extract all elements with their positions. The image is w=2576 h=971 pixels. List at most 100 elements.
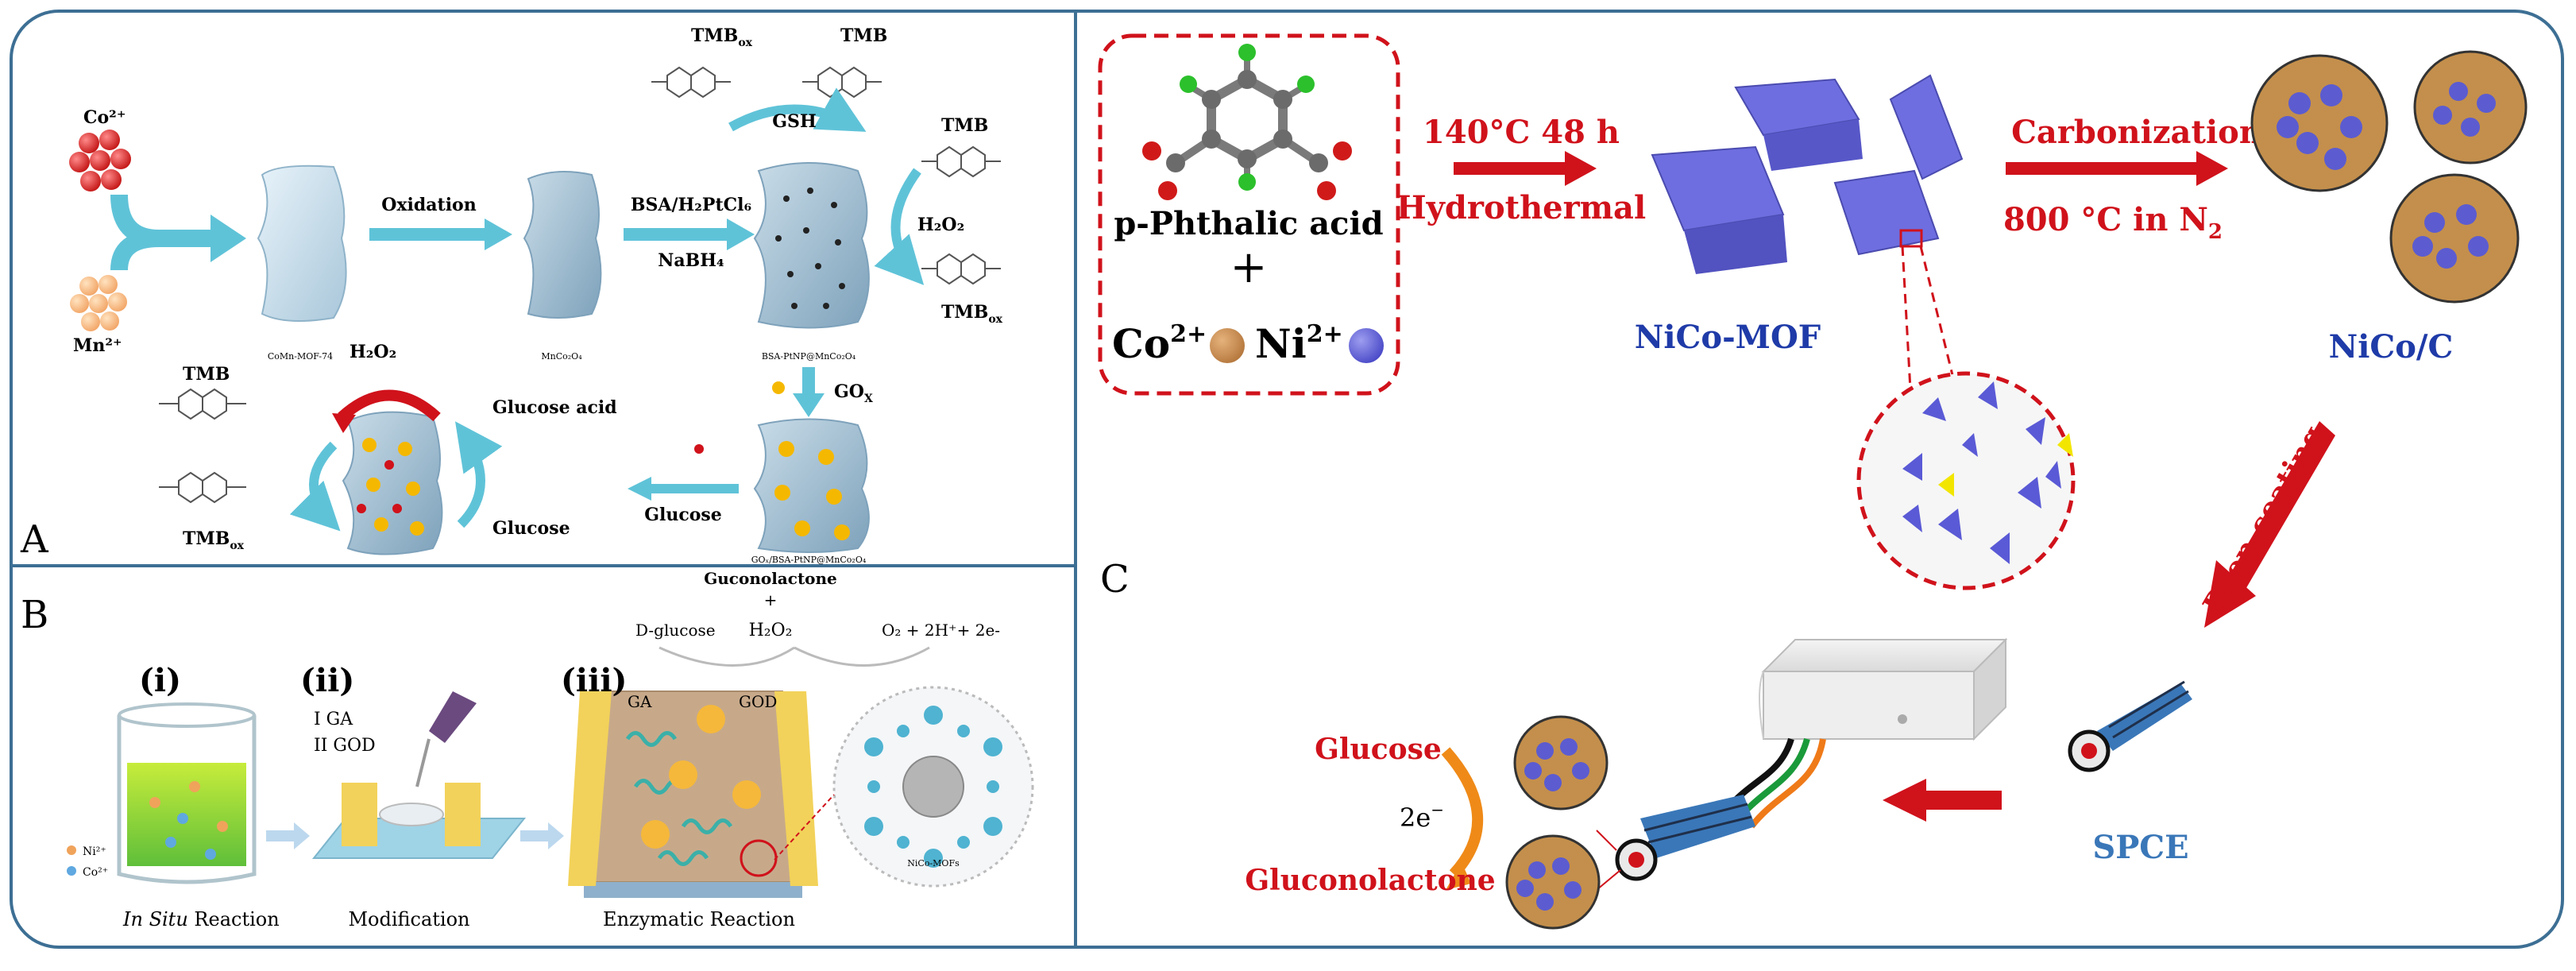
panel-b: B (i) Ni²⁺ Co²⁺ In Situ Reaction (ii) I … — [21, 569, 1034, 930]
guconolactone-label: Guconolactone — [704, 569, 837, 588]
h2o2-left-arrow — [338, 389, 441, 422]
gox-label: GOX — [834, 381, 873, 405]
co2-legend: Co²⁺ — [83, 866, 108, 879]
gold-strip-right — [774, 691, 818, 886]
bsa-ptnp-shape — [753, 162, 870, 329]
comn-mof-shape — [257, 164, 347, 322]
ni-ion-ball — [1349, 328, 1384, 363]
tmb-top-molecule — [802, 66, 882, 99]
step-iii-label: (iii) — [561, 662, 627, 699]
beaker-ions — [149, 781, 228, 860]
pipette-icon — [429, 691, 477, 743]
tmb-top-label: TMB — [840, 25, 887, 46]
d-glucose-label: D-glucose — [635, 621, 716, 640]
ga-enzymatic-label: GA — [628, 692, 652, 711]
panel-a: Co²⁺ Mn²⁺ CoMn-MOF-74 Oxidation MnCo₂O₄ … — [20, 25, 1003, 565]
h2o2-b-label: H₂O₂ — [749, 621, 793, 640]
in-situ-label: In Situ Reaction — [122, 908, 280, 930]
drop-coating-label: Drop-coating — [2196, 420, 2331, 620]
glucose-acid-label: Glucose acid — [492, 397, 617, 418]
glucose-dot — [694, 444, 704, 454]
panel-c-label: C — [1100, 557, 1130, 602]
carbonization-label: Carbonization — [2011, 114, 2262, 151]
p-phthalic-label: p-Phthalic acid — [1114, 205, 1383, 242]
gluconolactone-label: Gluconolactone — [1245, 864, 1495, 897]
tmb-left-label: TMB — [183, 364, 230, 385]
merge-arrow-top — [110, 194, 214, 247]
carbonization-arrowhead — [2196, 151, 2228, 186]
temp-time-label: 140°C 48 h — [1423, 114, 1620, 151]
mnco2o4-shape — [523, 171, 602, 319]
spce-label: SPCE — [2092, 829, 2188, 866]
bsa-h2ptcl6-label: BSA/H₂PtCl₆ — [631, 195, 751, 215]
arrow-ii-iii — [520, 822, 564, 849]
co-legend-dot — [67, 866, 76, 876]
tmbox-left-molecule — [159, 471, 246, 504]
small-nico-spheres — [1505, 715, 1609, 930]
ni-legend-dot — [67, 845, 76, 855]
co-ion-cluster — [69, 130, 131, 191]
panel-c: p-Phthalic acid + Co2+ Ni2+ 140°C 48 h H… — [1098, 33, 2528, 930]
ptnp-dots — [775, 188, 845, 309]
gold-pad-left — [342, 783, 377, 846]
tmb-cycle-arrow — [289, 441, 341, 532]
mof-structure-zoom — [1856, 371, 2076, 590]
outer-frame — [10, 10, 2564, 949]
plus-b: + — [764, 590, 778, 609]
gox-bsa-label: GOₓ/BSA-PtNP@MnCo₂O₄ — [751, 555, 867, 565]
nico-c-label: NiCo/C — [2329, 328, 2454, 366]
mof-core-icon — [902, 756, 964, 818]
god-label: GOD — [739, 692, 777, 711]
glucose-cycle-arrow — [455, 421, 503, 528]
gold-pad-right — [445, 783, 481, 846]
beaker-liquid — [127, 763, 246, 866]
ni2-legend: Ni²⁺ — [83, 845, 106, 858]
h2o2-left-arrowhead — [332, 413, 356, 433]
co2-c-label: Co2+ — [1112, 320, 1207, 367]
plus-c: + — [1230, 242, 1268, 293]
zoom-line-right — [1919, 246, 1956, 382]
nico-c-spheres — [2250, 50, 2528, 304]
cycle-catalyst-particles — [357, 438, 424, 536]
mof-network — [864, 706, 1002, 868]
co2-label: Co²⁺ — [83, 107, 126, 128]
gox-arrowhead — [793, 393, 825, 417]
glucose-arrowhead — [628, 477, 651, 501]
h2o2-right-label: H₂O₂ — [917, 215, 964, 235]
tmb-left-molecule — [159, 388, 246, 420]
reaction-arc-2 — [794, 646, 930, 667]
glucose-oxidation-arrowhead — [1446, 862, 1471, 890]
gox-enzymes — [774, 441, 850, 540]
tmbox-top-molecule — [651, 66, 731, 99]
gox-enzyme-icon — [772, 381, 785, 394]
enzymatic-label: Enzymatic Reaction — [603, 908, 795, 930]
oxidation-arrowhead — [485, 219, 512, 250]
arrow-i-ii — [266, 822, 310, 849]
link-line-2 — [1596, 869, 1621, 891]
glucose-left-label: Glucose — [492, 518, 570, 539]
nico-mofs-label: NiCo-MOFs — [907, 858, 960, 868]
drop-coating-arrow — [2228, 421, 2335, 592]
merge-arrowhead — [210, 215, 246, 262]
connected-electrode — [1615, 795, 1755, 881]
panel-a-label: A — [20, 517, 49, 562]
gold-strip-left — [568, 691, 612, 886]
tmbox-right-label: TMBox — [941, 302, 1003, 326]
tmbox-right-molecule — [921, 253, 1001, 285]
gsh-label: GSH — [772, 111, 816, 132]
h2o2-right-arrow — [874, 168, 925, 285]
comn-mof-label: CoMn-MOF-74 — [268, 351, 333, 362]
co-ion-ball — [1210, 328, 1245, 363]
panel-b-label: B — [21, 593, 48, 637]
tmb-right-molecule — [921, 145, 1001, 178]
hydrothermal-arrow — [1454, 162, 1569, 175]
spce-to-device-arrow — [1922, 791, 2002, 810]
tmbox-left-label: TMBox — [183, 528, 245, 552]
mof-tetrahedra — [1902, 381, 2061, 564]
bsa-ptnp-label: BSA-PtNP@MnCo₂O₄ — [762, 351, 856, 362]
ga-label: I GA — [314, 710, 353, 729]
mn2-label: Mn²⁺ — [73, 335, 122, 356]
modification-label: Modification — [348, 908, 469, 930]
phthalic-acid-molecule — [1142, 44, 1352, 200]
